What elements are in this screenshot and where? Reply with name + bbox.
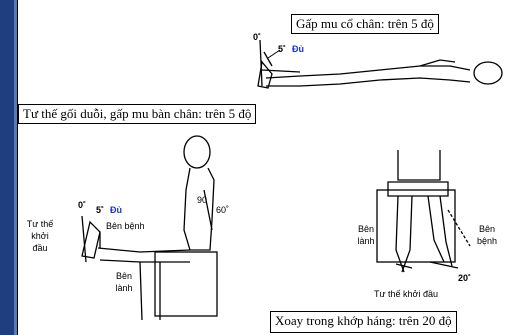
ben-lanh-label-bottom: Bên lành: [110, 270, 138, 294]
twenty-degree-label: 20˚: [458, 273, 471, 283]
sixty-degree-label: 60˚: [216, 205, 229, 215]
seated-figure: [82, 136, 217, 320]
five-degree-label-top: 5˚: [278, 44, 286, 54]
du-label-top: Đủ: [292, 44, 304, 54]
du-label-mid: Đủ: [110, 205, 122, 215]
ninety-degree-label: 90: [197, 195, 207, 205]
starting-position-label-right: Tư thế khởi đầu: [374, 289, 438, 299]
caption-ankle-dorsiflexion: Gấp mu cổ chân: trên 5 độ: [291, 14, 439, 34]
ben-benh-label-right: Bên bệnh: [472, 223, 502, 247]
ben-benh-label-mid: Bên bệnh: [106, 221, 145, 231]
ben-lanh-label-right: Bên lành: [352, 223, 380, 247]
zero-degree-label-top: 0˚: [253, 32, 261, 42]
five-degree-label-mid: 5˚: [96, 205, 104, 215]
caption-hip-internal-rotation: Xoay trong khớp háng: trên 20 độ: [270, 311, 457, 333]
starting-position-label-left: Tư thế khởi đầu: [26, 218, 54, 254]
caption-knee-extended: Tư thế gối duỗi, gấp mu bàn chân: trên 5…: [18, 104, 256, 124]
front-seated-figure: [377, 150, 470, 272]
zero-degree-label-mid: 0˚: [78, 200, 86, 210]
